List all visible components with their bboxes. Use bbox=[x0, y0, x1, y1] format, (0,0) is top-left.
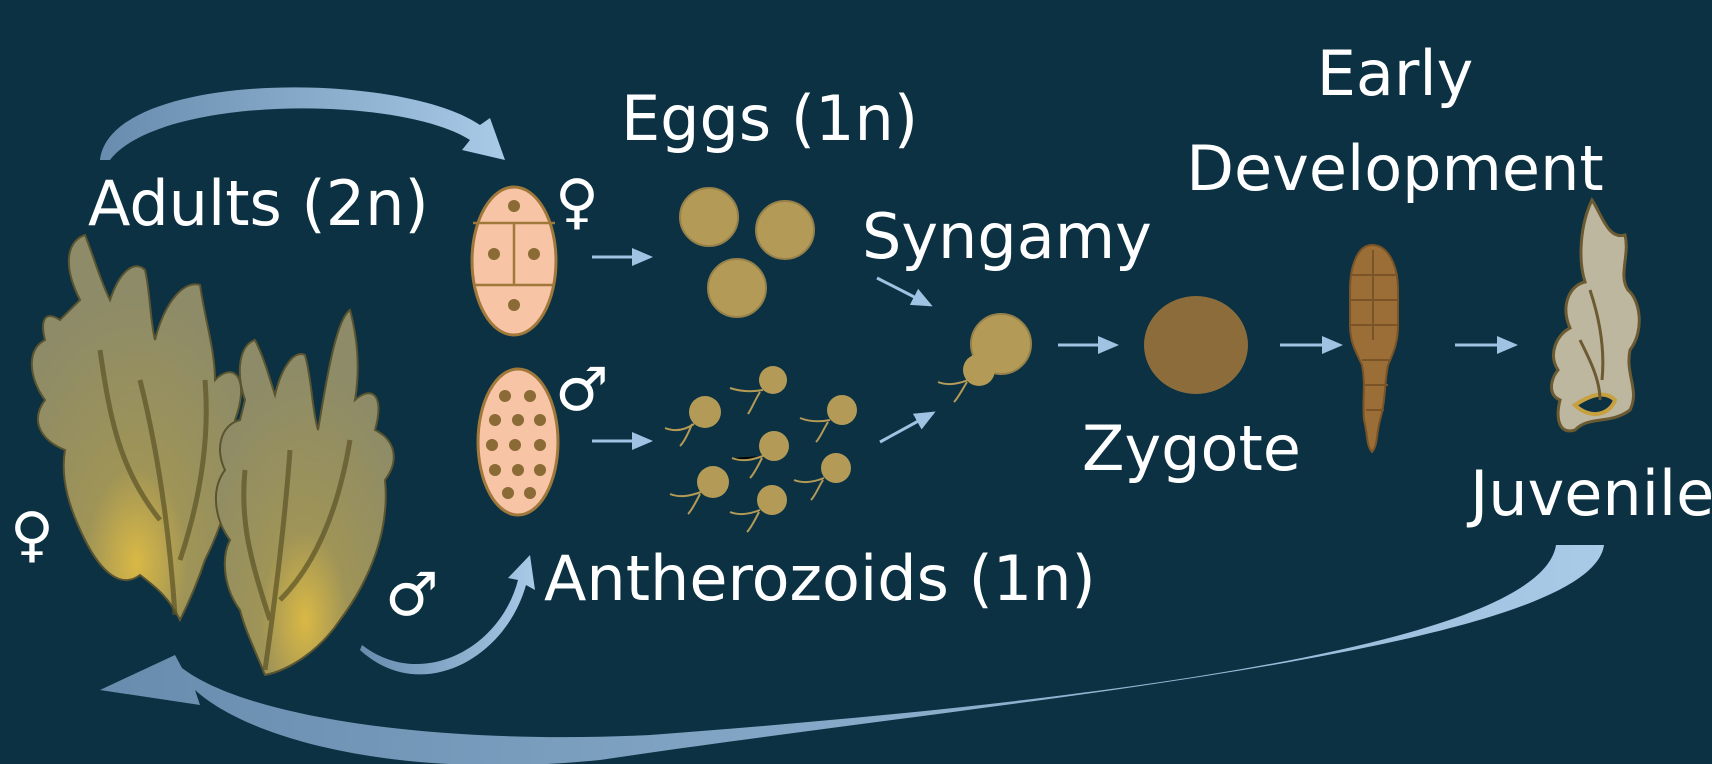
arrow-sperm-to-syngamy bbox=[880, 413, 933, 442]
antherozoid bbox=[730, 485, 787, 532]
label-juvenile: Juvenile bbox=[1466, 457, 1712, 530]
male-conceptacle bbox=[478, 369, 558, 515]
label-antherozoids: Antherozoids (1n) bbox=[544, 542, 1096, 615]
label-eggs: Eggs (1n) bbox=[621, 82, 918, 155]
male-symbol-receptacle: ♂ bbox=[555, 355, 609, 425]
zygote bbox=[1144, 296, 1248, 394]
antherozoid bbox=[665, 396, 721, 446]
label-zygote: Zygote bbox=[1082, 412, 1301, 485]
label-early-line2: Development bbox=[1186, 132, 1603, 205]
female-adult-seaweed bbox=[32, 235, 241, 620]
syngamy-fusion bbox=[938, 314, 1031, 402]
antherozoid bbox=[794, 453, 851, 500]
female-conceptacle bbox=[472, 187, 556, 335]
top-curved-arrow bbox=[100, 87, 505, 160]
antherozoid bbox=[670, 466, 729, 514]
arrow-eggs-to-syngamy bbox=[877, 278, 930, 305]
antherozoids-cluster bbox=[665, 366, 857, 532]
female-symbol-receptacle: ♀ bbox=[555, 167, 599, 237]
antherozoid bbox=[800, 395, 857, 442]
female-symbol-adult: ♀ bbox=[10, 500, 54, 570]
label-early-line1: Early bbox=[1317, 37, 1474, 110]
egg bbox=[708, 259, 766, 317]
antherozoid bbox=[732, 431, 789, 478]
label-syngamy: Syngamy bbox=[862, 200, 1152, 273]
early-development-embryo bbox=[1350, 245, 1398, 452]
label-adults: Adults (2n) bbox=[88, 167, 429, 240]
egg bbox=[680, 188, 738, 246]
antherozoid bbox=[730, 366, 787, 414]
male-adult-seaweed bbox=[216, 310, 394, 675]
juvenile-seaweed bbox=[1552, 200, 1640, 431]
egg bbox=[756, 201, 814, 259]
male-symbol-adult: ♂ bbox=[385, 560, 439, 630]
eggs-cluster bbox=[680, 188, 814, 317]
